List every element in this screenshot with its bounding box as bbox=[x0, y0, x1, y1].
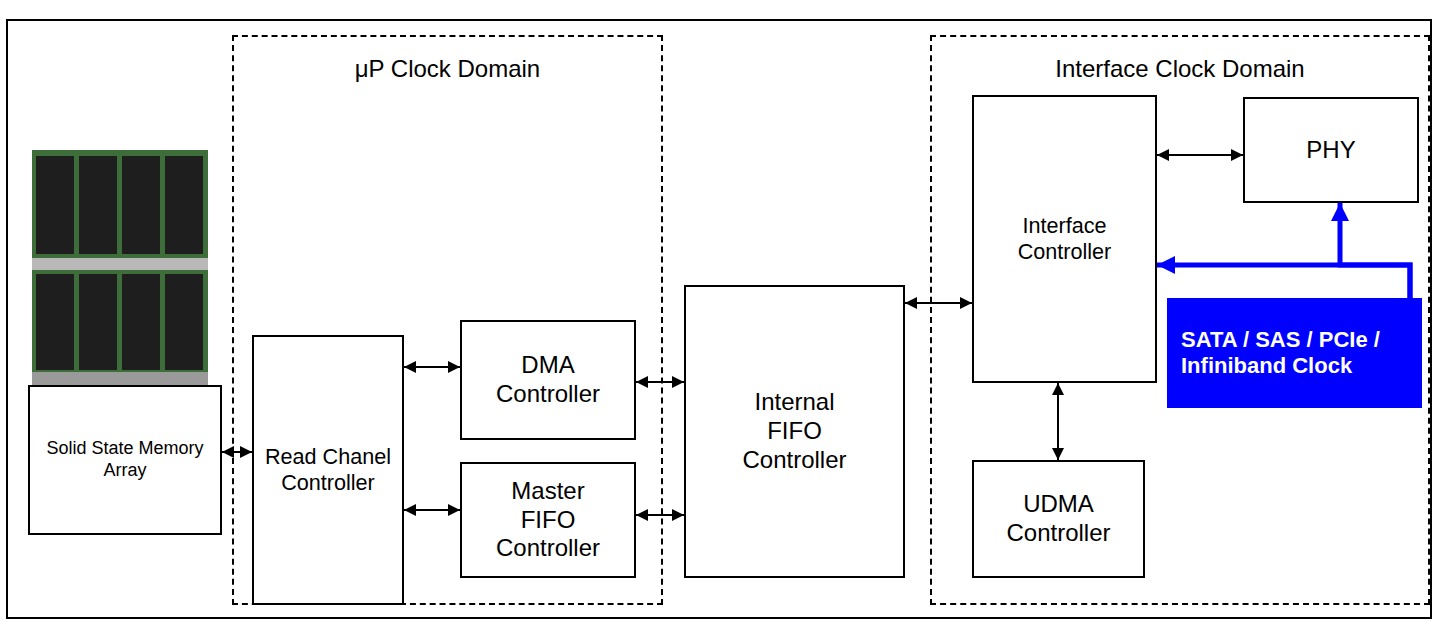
controller-box: DMA Controller bbox=[460, 320, 636, 440]
box-label: PHY bbox=[1306, 136, 1355, 165]
box-label: Internal FIFO Controller bbox=[730, 388, 860, 474]
data-path-arrow bbox=[222, 451, 252, 453]
box-label: Interface Controller bbox=[974, 213, 1155, 265]
data-path-arrow bbox=[636, 514, 684, 516]
data-path-arrow bbox=[905, 302, 972, 304]
box-label: UDMA Controller bbox=[994, 490, 1124, 548]
box-label: Master FIFO Controller bbox=[488, 477, 608, 563]
interface-controller-box: Interface Controller bbox=[972, 95, 1157, 383]
region-title: μP Clock Domain bbox=[234, 55, 661, 84]
box-label: Read Chanel Controller bbox=[254, 444, 402, 496]
controller-box: UDMA Controller bbox=[972, 460, 1145, 578]
fifo-controller-box: Internal FIFO Controller bbox=[684, 285, 905, 578]
data-path-arrow bbox=[404, 509, 460, 511]
memory-array-box: Solid State Memory Array bbox=[28, 385, 222, 535]
data-path-arrow bbox=[1157, 154, 1243, 156]
clock-source-box: SATA / SAS / PCIe / Infiniband Clock bbox=[1167, 298, 1422, 408]
box-label: DMA Controller bbox=[473, 351, 623, 409]
clock-domain-region: μP Clock DomainRead Chanel Controller DMA… bbox=[232, 35, 663, 605]
data-path-arrow bbox=[404, 366, 460, 368]
data-path-arrow bbox=[1057, 383, 1059, 460]
data-path-arrow bbox=[636, 381, 684, 383]
box-label: SATA / SAS / PCIe / Infiniband Clock bbox=[1169, 327, 1381, 380]
controller-box: Master FIFO Controller bbox=[460, 462, 636, 578]
memory-module-picture bbox=[32, 150, 208, 385]
region-title: Interface Clock Domain bbox=[932, 55, 1428, 84]
phy-box: PHY bbox=[1243, 97, 1419, 203]
clock-domain-region: Interface Clock DomainInterface Controll… bbox=[930, 35, 1430, 605]
controller-box: Read Chanel Controller bbox=[252, 335, 404, 605]
clock-line bbox=[1157, 265, 1410, 298]
outer-frame bbox=[7, 20, 1431, 618]
box-label: Solid State Memory Array bbox=[30, 438, 220, 481]
clock-line bbox=[1340, 203, 1410, 298]
